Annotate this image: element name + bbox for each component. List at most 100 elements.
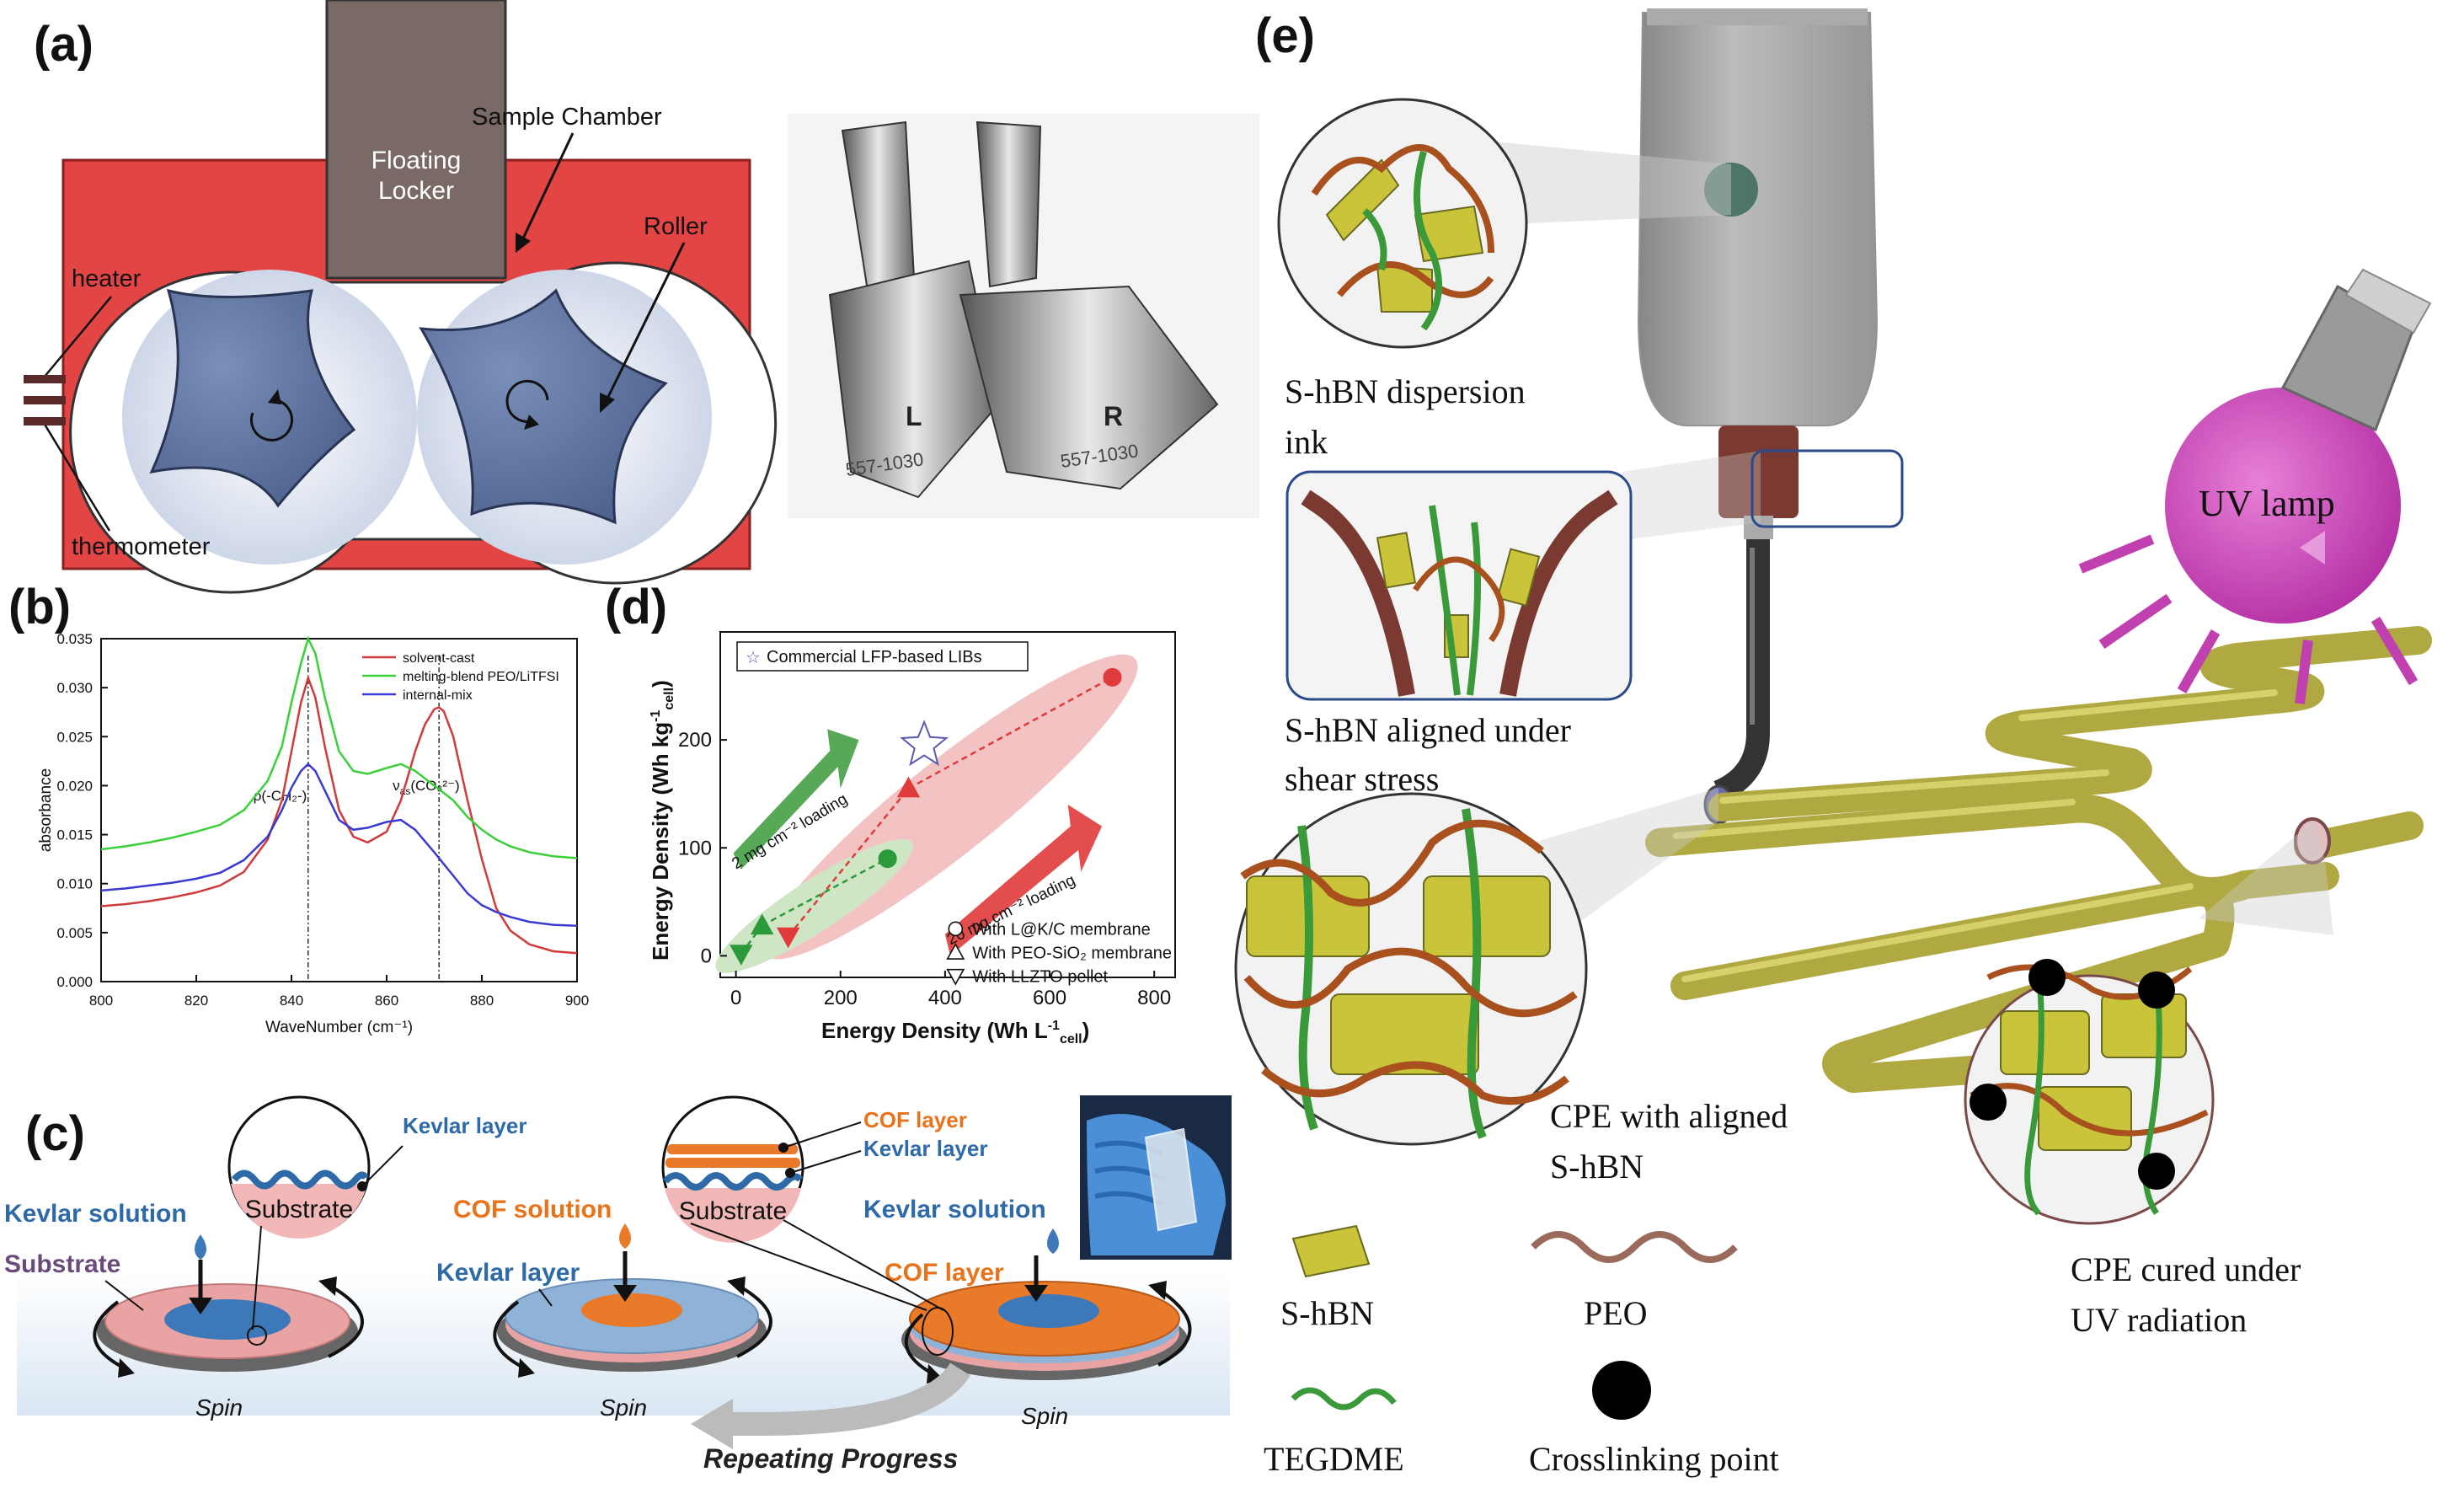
chart-b-legend-label: internal-mix [403, 688, 473, 703]
stage2-drop-arrowhead [613, 1285, 637, 1302]
rotor-right-blade [959, 285, 1219, 490]
repeating-progress-arrow [724, 1362, 970, 1436]
inset2-connector-2 [783, 1219, 944, 1311]
stage1-spin-head-left [118, 1358, 135, 1378]
chart-d-commercial-legend-label: Commercial LFP-based LIBs [767, 648, 982, 666]
chart-d-commercial-legend-star: ☆ [746, 647, 761, 667]
chart-d-point [776, 927, 800, 949]
inset1-connector [252, 1225, 262, 1330]
uv-lamp-glint [2300, 531, 2325, 565]
chart-b-frame [100, 638, 578, 982]
kevlar-layer-pointer-2 [538, 1288, 553, 1307]
chart-d-commercial-legend-box [736, 641, 1029, 672]
stage3-spin-arrow-left [904, 1313, 936, 1377]
panel-c-letter: (c) [25, 1106, 85, 1161]
chart-b-xtick-label: 880 [470, 993, 494, 1009]
left-rotation-arrowhead [268, 389, 281, 404]
uv-lamp-bulb [2165, 388, 2401, 624]
chart-d-xlabel-sub: cell [1060, 1032, 1082, 1046]
chart-b-ytick-label: 0.000 [56, 974, 93, 990]
chart-d-point [878, 849, 897, 869]
inset2-kevlar-pointer [789, 1150, 862, 1174]
chart-d-band-arrow-2mg [733, 729, 859, 870]
inset2-cof-pointer [783, 1121, 862, 1148]
chart-b-ytick-label: 0.025 [56, 729, 93, 745]
chart-d-point [750, 913, 774, 935]
panel-d-letter: (d) [605, 580, 667, 634]
kevlar-drop-icon-3 [1047, 1228, 1059, 1254]
box-shear [1285, 470, 1633, 701]
printed-filament-highlight [1673, 689, 2278, 982]
inset1-substrate-label: Substrate [245, 1196, 353, 1223]
chart-b-ytick-label: 0.010 [56, 876, 93, 892]
stage2-spin-arrow-right [736, 1283, 772, 1358]
right-rotor [419, 288, 668, 525]
chart-d-ylabel-sub: cell [662, 688, 676, 710]
chart-b-series-line [100, 674, 578, 955]
kevlar-solution-label-3: Kevlar solution [863, 1196, 1046, 1223]
stage1-drop-arrowhead [189, 1298, 212, 1314]
stage3-kevlar [998, 1294, 1099, 1328]
inset2-substrate-label: Substrate [679, 1197, 787, 1225]
chart-d-legend-label: With LLZTO pellet [972, 967, 1108, 986]
stage3-drop-arrowhead [1024, 1285, 1048, 1302]
substrate-label: Substrate [4, 1250, 120, 1278]
chart-d-xtick-label: 600 [1033, 987, 1066, 1009]
printed-filament [1645, 626, 2432, 1093]
inset1-pointer [361, 1145, 404, 1187]
chart-b-series-line [100, 635, 578, 859]
right-rotation-icon [505, 379, 549, 423]
kevlar-layer-label-2: Kevlar layer [436, 1259, 580, 1287]
sample-chamber-arrow [521, 132, 575, 241]
stage2-spin-head-right [727, 1277, 746, 1296]
stage3-spin-arrow-right [1157, 1287, 1192, 1367]
chart-d-ylabel: Energy Density (Wh kg-1cell) [648, 680, 676, 961]
uv-lamp-base-cap [2344, 268, 2432, 335]
chart-d-trend-line [787, 787, 910, 938]
left-rotation-icon [250, 399, 293, 442]
zoom-cone-nozzle [1622, 451, 1761, 539]
chart-d-xtick-label: 400 [928, 987, 962, 1009]
panel-b-letter: (b) [8, 580, 71, 634]
rotor-left-mark: L [906, 401, 922, 431]
kevlar-solution-label-1: Kevlar solution [4, 1200, 187, 1228]
legend-tegdme-icon [1291, 1387, 1397, 1410]
spin-stage-1: Kevlar solution Substrate Spin Substrate… [4, 1095, 526, 1421]
chart-d-xlabel-end: ) [1082, 1018, 1090, 1043]
spin-stage-2: COF solution Kevlar layer Spin [436, 1196, 772, 1421]
legend-tegdme-label: TEGDME [1264, 1440, 1404, 1478]
inset2-substrate [665, 1188, 801, 1243]
filament-cut-end [2294, 817, 2331, 864]
cured-label-2: UV radiation [2071, 1301, 2247, 1339]
spin-label-3: Spin [1021, 1403, 1068, 1429]
panel-c: (c) Kevlar solution Substrate Spin Subst… [4, 1095, 1232, 1474]
stage1-spin-head-right [318, 1277, 337, 1296]
cpe-aligned-label-1: CPE with aligned [1550, 1097, 1788, 1135]
chart-b-annotation-rho: ρ(-CH₂-) [254, 788, 307, 804]
panel-e-legend: S-hBN PEO TEGDME Crosslinking point [1264, 1224, 1779, 1478]
roller-arrow [605, 242, 686, 401]
chart-d-point [896, 776, 921, 798]
bubble-dispersion-content [1311, 144, 1494, 331]
spin-stage-3: Kevlar solution COF layer Spin Substrate… [661, 1095, 1192, 1429]
locker-label: Locker [378, 177, 454, 205]
box-shear-content [1301, 490, 1618, 697]
chart-d-point [730, 945, 753, 966]
panel-a: (a) Floating Locker Sample Chamber Rolle… [24, 0, 778, 594]
bubble-cured-content [1970, 959, 2209, 1216]
stage2-spin-head-left [518, 1358, 535, 1378]
chart-d-legend-marker [946, 968, 965, 986]
chart-b-xlabel: WaveNumber (cm⁻¹) [265, 1019, 413, 1036]
heater-bar-1 [24, 375, 66, 383]
chart-d-legend-label: With PEO-SiO₂ membrane [972, 944, 1172, 962]
heater-label: heater [72, 265, 142, 292]
thermometer-label: thermometer [72, 533, 211, 560]
chart-b-xtick-label: 860 [375, 993, 398, 1009]
inset2-cof-label: COF layer [863, 1107, 967, 1132]
bottle-focus-dot [1704, 163, 1758, 217]
chart-d-ylabel-end: ) [648, 680, 673, 688]
chart-d-xtick-label: 200 [824, 987, 858, 1009]
legend-crosslink-icon [1592, 1361, 1651, 1420]
legend-peo-label: PEO [1584, 1294, 1648, 1332]
